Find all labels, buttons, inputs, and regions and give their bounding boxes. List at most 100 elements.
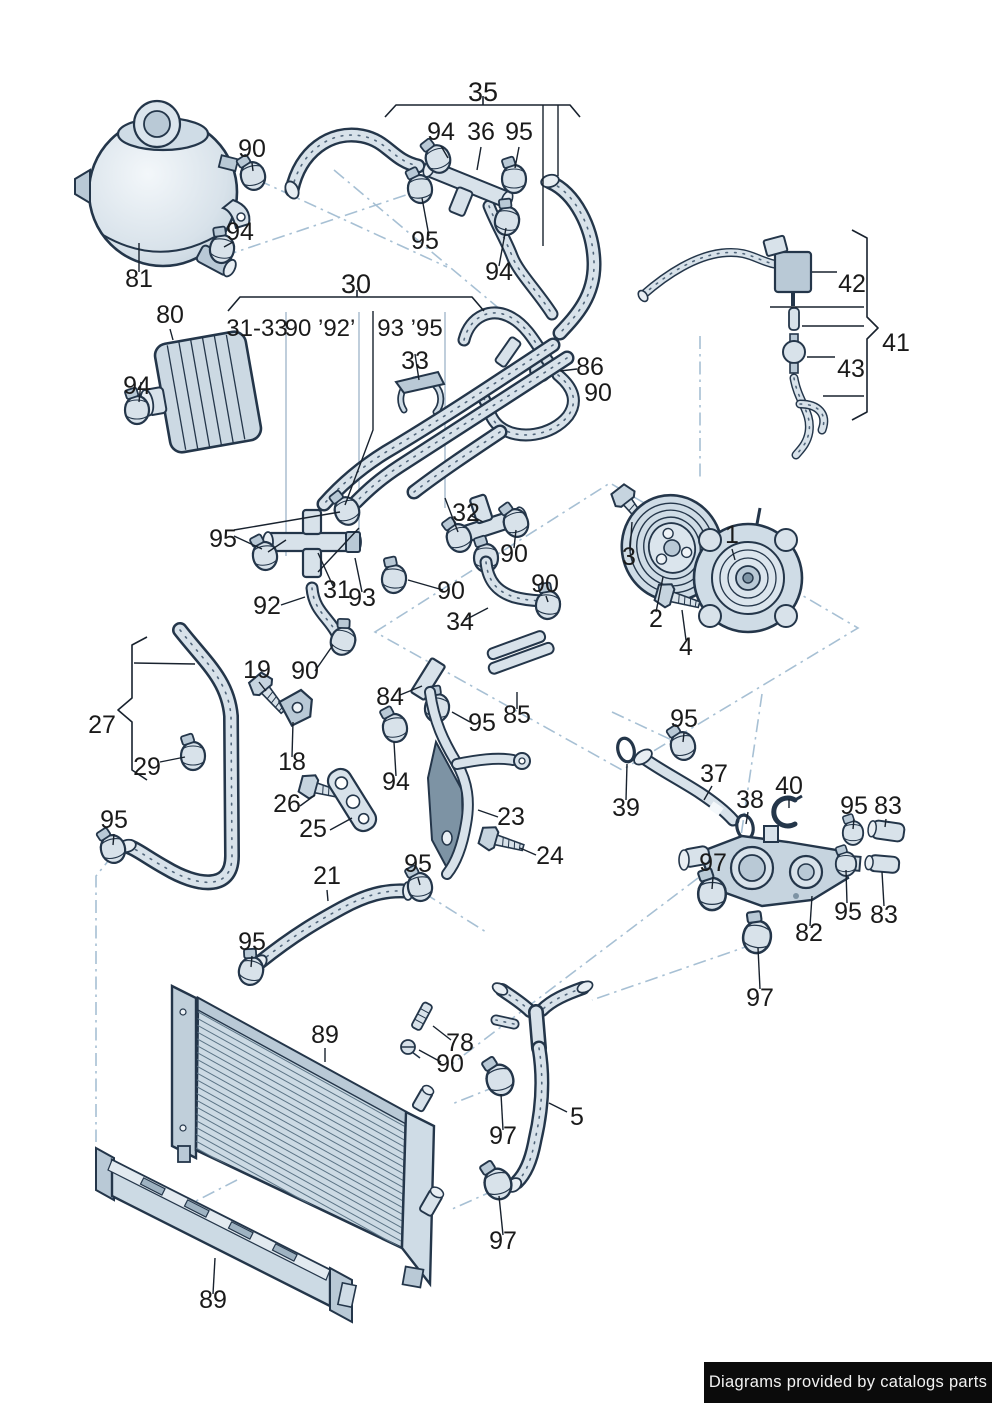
- bleed-screw-78-art: [411, 1001, 433, 1031]
- part-label-31[interactable]: 31: [323, 576, 351, 604]
- part-label-5[interactable]: 5: [570, 1103, 584, 1131]
- part-label-31-33[interactable]: 31-33: [226, 315, 287, 342]
- part-label-86[interactable]: 86: [576, 353, 604, 381]
- oil-cooler-80-art[interactable]: [123, 329, 263, 459]
- part-label-36[interactable]: 36: [467, 118, 495, 146]
- part-label-2[interactable]: 2: [649, 605, 663, 633]
- radiator-89-art[interactable]: [170, 984, 445, 1289]
- clip-90-art: [400, 1039, 421, 1059]
- part-label-80[interactable]: 80: [156, 301, 184, 329]
- part-label-3[interactable]: 3: [622, 543, 636, 571]
- bracket-18-art: [277, 688, 313, 728]
- part-label-39[interactable]: 39: [612, 794, 640, 822]
- part-label-90[interactable]: 90: [291, 657, 319, 685]
- footer-bar: Diagrams provided by catalogs parts: [704, 1362, 992, 1403]
- water-pump-1-art: [692, 507, 804, 634]
- part-label-90[interactable]: 90: [437, 577, 465, 605]
- water-pipe-23-group-art[interactable]: [377, 628, 555, 880]
- part-label-30[interactable]: 30: [341, 269, 371, 299]
- part-label-18[interactable]: 18: [278, 748, 306, 776]
- part-label-25[interactable]: 25: [299, 815, 327, 843]
- solenoid-valve-42: [762, 234, 813, 306]
- part-label-94[interactable]: 94: [485, 258, 513, 286]
- pipes-85-art: [486, 630, 555, 675]
- part-label-94[interactable]: 94: [123, 372, 151, 400]
- part-label-92[interactable]: 92: [253, 592, 281, 620]
- part-label-95[interactable]: 95: [238, 928, 266, 956]
- part-label-1[interactable]: 1: [725, 521, 739, 549]
- hose-group-35-art[interactable]: [283, 127, 602, 341]
- hose-21-art[interactable]: [234, 861, 436, 989]
- thermostat-housing-group-art[interactable]: [613, 719, 906, 957]
- part-label-42[interactable]: 42: [838, 270, 866, 298]
- bracket-group-18-25-art[interactable]: [244, 668, 380, 835]
- part-label-35[interactable]: 35: [468, 77, 498, 107]
- part-label-95[interactable]: 95: [840, 792, 868, 820]
- part-label-95[interactable]: 95: [468, 709, 496, 737]
- gasket-plate-25-art: [326, 767, 378, 833]
- part-label-37[interactable]: 37: [700, 760, 728, 788]
- part-label-89[interactable]: 89: [311, 1021, 339, 1049]
- part-label-90[interactable]: 90: [436, 1050, 464, 1078]
- part-label-4[interactable]: 4: [679, 633, 693, 661]
- part-label-95[interactable]: 95: [209, 525, 237, 553]
- part-label-94[interactable]: 94: [226, 218, 254, 246]
- part-label-90[interactable]: 90: [500, 540, 528, 568]
- part-label-95[interactable]: 95: [404, 850, 432, 878]
- part-label-83[interactable]: 83: [870, 901, 898, 929]
- part-label-26[interactable]: 26: [273, 790, 301, 818]
- part-label-94[interactable]: 94: [382, 768, 410, 796]
- part-label-90[interactable]: 90: [531, 570, 559, 598]
- expansion-tank-81-art[interactable]: [74, 99, 251, 278]
- vacuum-hose-group-41-art[interactable]: [636, 234, 829, 460]
- part-label-29[interactable]: 29: [133, 753, 161, 781]
- part-label-95[interactable]: 95: [834, 898, 862, 926]
- part-label-40[interactable]: 40: [775, 772, 803, 800]
- hose-5-art[interactable]: [477, 979, 594, 1204]
- part-label-82[interactable]: 82: [795, 919, 823, 947]
- part-label-33[interactable]: 33: [401, 347, 429, 375]
- parts-artwork: [74, 99, 906, 1324]
- tube-84-art: [410, 657, 446, 701]
- lower-crossmember-89-art[interactable]: [95, 1146, 358, 1324]
- t-junction-32-art[interactable]: [438, 484, 565, 622]
- t-junction-31-art[interactable]: [247, 484, 410, 660]
- part-label-27[interactable]: 27: [88, 711, 116, 739]
- hose-27-art[interactable]: [93, 622, 240, 891]
- part-label-95[interactable]: 95: [670, 705, 698, 733]
- part-label-90-’92’[interactable]: 90 ’92’: [285, 315, 356, 342]
- part-label-90[interactable]: 90: [584, 379, 612, 407]
- retaining-clip-33-art[interactable]: [394, 370, 446, 416]
- part-label-21[interactable]: 21: [313, 862, 341, 890]
- part-label-83[interactable]: 83: [874, 792, 902, 820]
- part-label-78[interactable]: 78: [446, 1029, 474, 1057]
- part-label-94[interactable]: 94: [427, 118, 455, 146]
- center-hose-bundle-art[interactable]: [316, 306, 580, 512]
- part-label-95[interactable]: 95: [505, 118, 533, 146]
- part-label-97[interactable]: 97: [746, 984, 774, 1012]
- part-label-34[interactable]: 34: [446, 608, 474, 636]
- water-pump-group-art[interactable]: [607, 480, 804, 634]
- part-label-95[interactable]: 95: [100, 806, 128, 834]
- part-label-97[interactable]: 97: [489, 1227, 517, 1255]
- part-label-90[interactable]: 90: [238, 135, 266, 163]
- part-label-93[interactable]: 93: [348, 584, 376, 612]
- connector-86-art[interactable]: [494, 336, 557, 385]
- part-label-89[interactable]: 89: [199, 1286, 227, 1314]
- part-label-38[interactable]: 38: [736, 786, 764, 814]
- part-label-85[interactable]: 85: [503, 701, 531, 729]
- part-label-97[interactable]: 97: [699, 849, 727, 877]
- leader-lines: [112, 96, 887, 1295]
- part-label-97[interactable]: 97: [489, 1122, 517, 1150]
- part-label-32[interactable]: 32: [452, 499, 480, 527]
- part-label-93-’95[interactable]: 93 ’95: [377, 315, 442, 342]
- part-label-24[interactable]: 24: [536, 842, 564, 870]
- part-label-23[interactable]: 23: [497, 803, 525, 831]
- part-label-41[interactable]: 41: [882, 329, 910, 357]
- part-label-43[interactable]: 43: [837, 355, 865, 383]
- part-label-19[interactable]: 19: [243, 656, 271, 684]
- part-label-84[interactable]: 84: [376, 683, 404, 711]
- part-label-95[interactable]: 95: [411, 227, 439, 255]
- part-label-81[interactable]: 81: [125, 265, 153, 293]
